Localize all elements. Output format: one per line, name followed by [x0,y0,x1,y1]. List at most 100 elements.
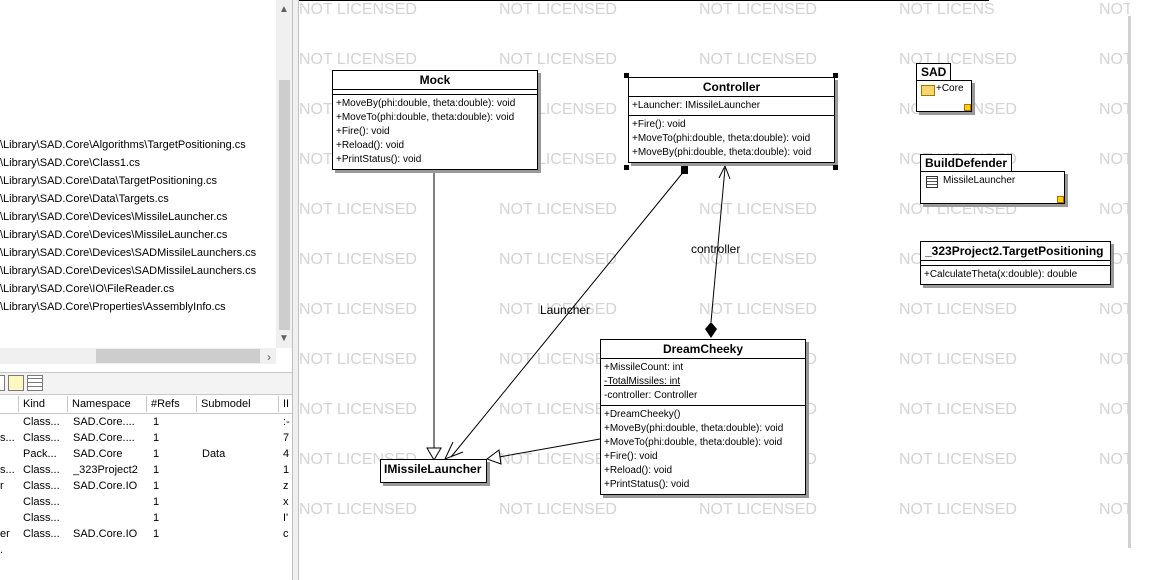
table-cell[interactable] [0,510,19,526]
file-row[interactable]: \Library\SAD.Core\Class1.cs [0,157,140,169]
pane-splitter[interactable] [292,0,299,580]
table-cell[interactable]: s... [0,432,15,444]
attribute[interactable]: -controller: Controller [604,390,698,401]
table-cell[interactable] [202,414,279,430]
horizontal-scroll-thumb[interactable] [96,349,260,363]
toolbar-button-icon[interactable] [0,375,5,391]
resize-handle-icon[interactable] [1057,196,1064,203]
table-cell[interactable]: 7 [283,432,290,444]
target-positioning-class[interactable]: _323Project2.TargetPositioning +Calculat… [920,241,1111,285]
table-cell[interactable]: Class... [23,528,60,540]
column-header-blank[interactable] [0,396,19,412]
sad-package[interactable]: +Core [916,80,972,112]
table-cell[interactable] [0,446,19,462]
table-cell[interactable] [73,494,151,510]
table-cell[interactable]: SAD.Core.... [73,432,135,444]
table-cell[interactable]: . [0,544,4,556]
table-cell[interactable]: _323Project2 [73,464,138,476]
column-header-kind[interactable]: Kind [19,396,68,412]
table-cell[interactable]: SAD.Core.... [73,416,135,428]
table-cell[interactable] [0,494,19,510]
table-cell[interactable]: I' [283,512,289,524]
controller-composition-line[interactable] [710,167,726,323]
operation[interactable]: +DreamCheeky() [604,409,681,420]
file-row[interactable]: \Library\SAD.Core\Data\TargetPositioning… [0,175,218,187]
table-cell[interactable]: SAD.Core.IO [73,528,138,540]
table-cell[interactable]: SAD.Core [73,448,123,460]
table-cell[interactable]: SAD.Core.IO [73,480,138,492]
table-cell[interactable]: Class... [23,496,60,508]
table-cell[interactable] [202,542,279,558]
vertical-scroll-thumb[interactable] [279,80,290,330]
table-cell[interactable]: Class... [23,416,60,428]
table-cell[interactable] [23,542,68,558]
note-icon[interactable] [8,375,24,391]
table-cell[interactable]: Pack... [23,448,57,460]
table-cell[interactable]: er [0,528,10,540]
table-cell[interactable]: Class... [23,464,60,476]
operation[interactable]: +MoveTo(phi:double, theta:double): void [604,437,783,448]
table-cell[interactable]: Class... [23,512,60,524]
table-cell[interactable] [202,526,279,542]
attribute[interactable]: +MissileCount: int [604,362,684,373]
table-cell[interactable] [153,542,197,558]
operation[interactable]: +MoveBy(phi:double, theta:double): void [336,98,516,109]
table-cell[interactable]: 1 [153,416,160,428]
resize-handle-icon[interactable] [964,104,971,111]
table-cell[interactable] [202,510,279,526]
file-row[interactable]: \Library\SAD.Core\Devices\MissileLaunche… [0,211,228,223]
table-cell[interactable] [73,542,151,558]
package-item[interactable]: MissileLauncher [943,175,1016,186]
file-row[interactable]: \Library\SAD.Core\Algorithms\TargetPosit… [0,139,246,151]
selection-handle[interactable] [624,165,629,170]
table-cell[interactable]: 1 [153,448,160,460]
scroll-down-icon[interactable]: ▼ [279,333,289,344]
column-header-namespace[interactable]: Namespace [68,396,147,412]
package-item[interactable]: +Core [936,83,964,94]
operation[interactable]: +Fire(): void [604,451,658,462]
column-header-submodel[interactable]: Submodel [197,396,279,412]
table-cell[interactable]: Class... [23,480,60,492]
imissilelauncher-interface[interactable]: IMissileLauncher [380,459,487,483]
table-cell[interactable]: 4 [283,448,290,460]
operation[interactable]: +Reload(): void [336,140,405,151]
column-header-refs[interactable]: #Refs [147,396,197,412]
table-cell[interactable] [73,510,151,526]
mock-class[interactable]: Mock +MoveBy(phi:double, theta:double): … [332,70,538,170]
operation[interactable]: +MoveBy(phi:double, theta:double): void [604,423,784,434]
controller-class[interactable]: Controller +Launcher: IMissileLauncher +… [628,77,835,163]
table-cell[interactable]: 1 [153,528,160,540]
table-cell[interactable] [202,494,279,510]
table-cell[interactable]: 1 [153,496,160,508]
launcher-association-line[interactable] [450,169,686,458]
table-cell[interactable]: z [283,480,289,492]
file-row[interactable]: \Library\SAD.Core\Data\Targets.cs [0,193,169,205]
file-row[interactable]: \Library\SAD.Core\Devices\SADMissileLaun… [0,247,257,259]
operation[interactable]: +CalculateTheta(x:double): double [924,269,1078,280]
operation[interactable]: +Reload(): void [604,465,673,476]
table-cell[interactable]: :- [283,416,290,428]
table-cell[interactable]: Data [202,448,226,460]
table-cell[interactable]: 1 [283,464,290,476]
static-attribute[interactable]: -TotalMissiles: int [604,376,681,387]
table-cell[interactable] [202,430,279,446]
grid-icon[interactable] [27,375,43,391]
file-row[interactable]: \Library\SAD.Core\Devices\SADMissileLaun… [0,265,257,277]
file-row[interactable]: \Library\SAD.Core\Properties\AssemblyInf… [0,301,226,313]
builddefender-package-tab[interactable]: BuildDefender [920,154,1013,172]
sad-package-tab[interactable]: SAD [916,63,952,81]
dreamcheeky-class[interactable]: DreamCheeky +MissileCount: int -TotalMis… [600,339,806,495]
table-cell[interactable]: 1 [153,432,160,444]
dreamcheeky-realization-line[interactable] [498,438,601,458]
table-cell[interactable]: x [283,496,289,508]
operation[interactable]: +Fire(): void [336,126,390,137]
selection-handle[interactable] [833,73,838,78]
table-cell[interactable]: s... [0,464,15,476]
table-cell[interactable] [202,478,279,494]
table-cell[interactable]: Class... [23,432,60,444]
table-cell[interactable]: c [283,528,289,540]
table-cell[interactable]: 1 [153,464,160,476]
selection-handle[interactable] [833,165,838,170]
file-row[interactable]: \Library\SAD.Core\Devices\MissileLaunche… [0,229,228,241]
